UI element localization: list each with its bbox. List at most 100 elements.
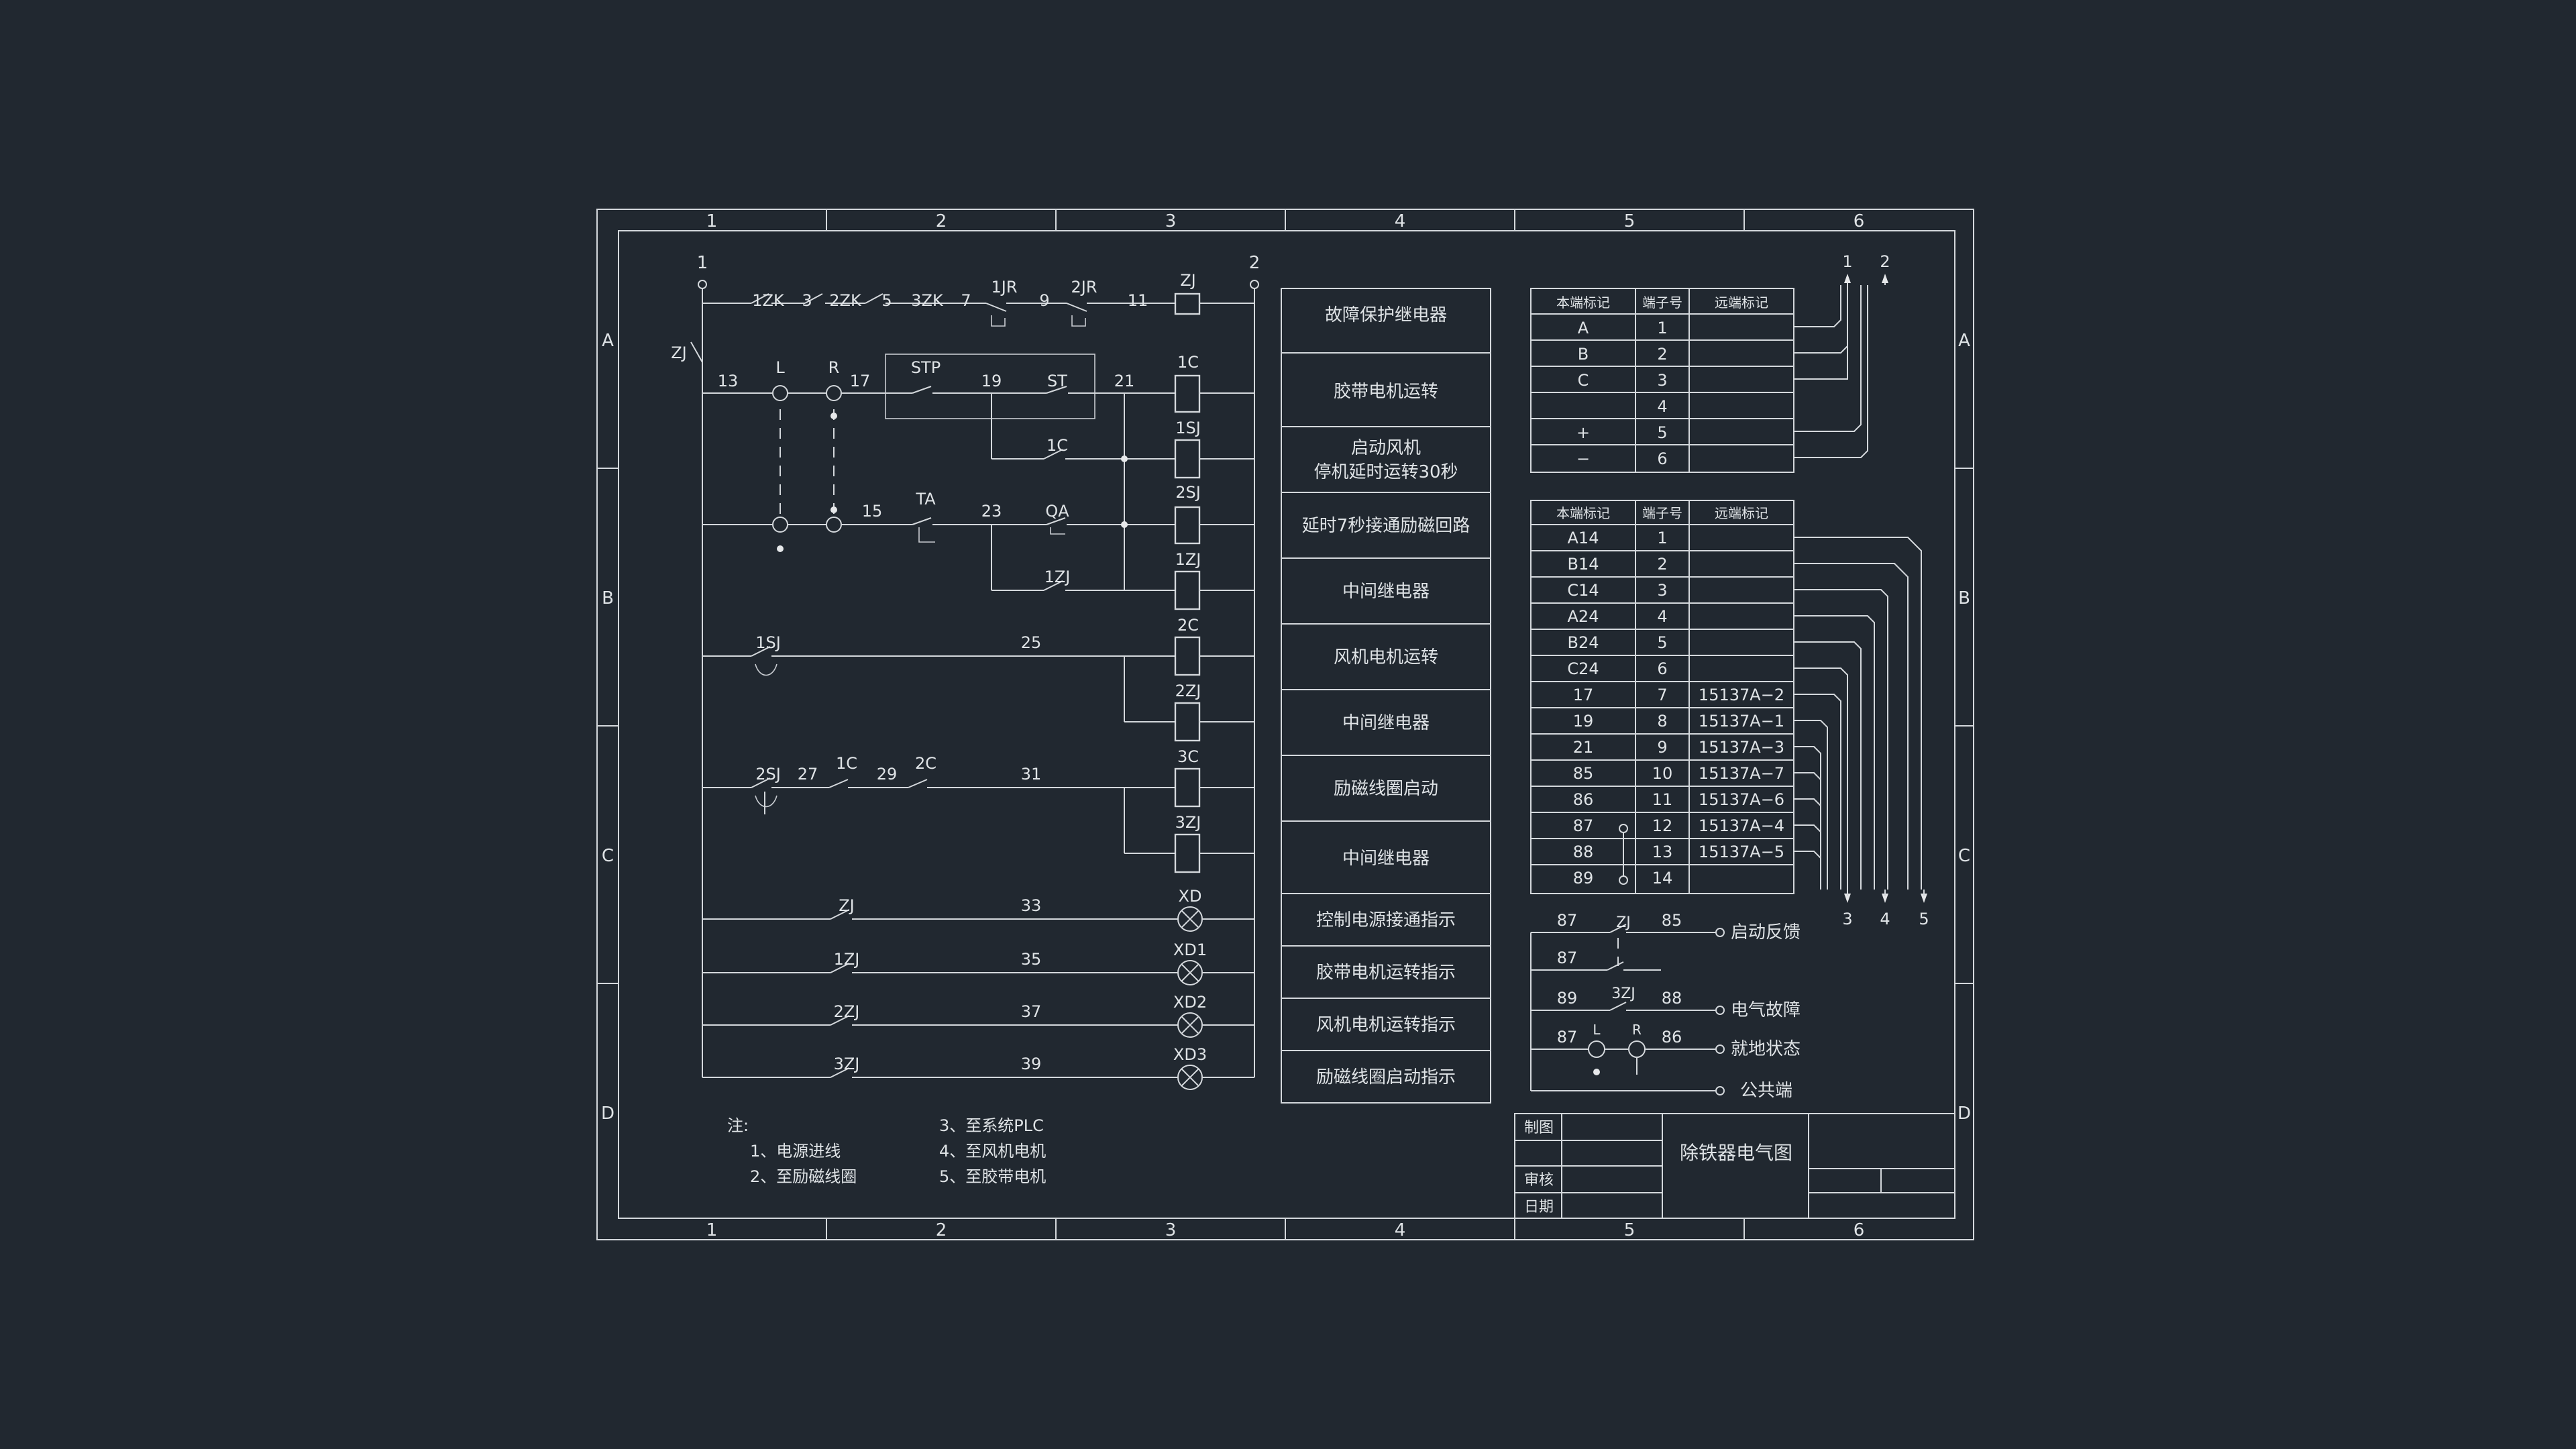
table-cell: 8 xyxy=(1657,712,1667,731)
column-label: 2 xyxy=(936,1220,947,1240)
function-description-column: 故障保护继电器 胶带电机运转 启动风机 停机延时运转30秒 延时7秒接通励磁回路… xyxy=(1281,288,1491,1104)
table-cell: + xyxy=(1576,423,1590,442)
table-cell: C xyxy=(1578,371,1589,390)
node-label: 29 xyxy=(877,765,898,784)
contact-label: ZJ xyxy=(839,896,855,915)
note-item: 2、至励磁线圈 xyxy=(750,1167,857,1186)
contact-label: 1ZJ xyxy=(834,950,860,969)
table-cell: 12 xyxy=(1652,816,1673,835)
description-text: 风机电机运转指示 xyxy=(1316,1015,1456,1035)
coil-label: 2C xyxy=(1177,616,1199,635)
node-label: 33 xyxy=(1021,896,1042,915)
signal-node: 88 xyxy=(1662,989,1682,1008)
signal-label: 启动反馈 xyxy=(1731,922,1801,943)
table-cell: C14 xyxy=(1567,581,1599,600)
contact-label: 1ZJ xyxy=(1044,568,1071,586)
column-label: 3 xyxy=(1165,1220,1177,1240)
table-cell: 6 xyxy=(1657,659,1667,678)
contact-label: 3ZJ xyxy=(834,1055,860,1073)
table-cell: 85 xyxy=(1573,764,1594,783)
description-text: 励磁线圈启动指示 xyxy=(1316,1067,1456,1087)
row-label: C xyxy=(1958,846,1970,866)
node-label: 25 xyxy=(1021,633,1042,652)
table-cell: 87 xyxy=(1573,816,1594,835)
table-header: 本端标记 xyxy=(1556,505,1610,521)
row-label: A xyxy=(1958,331,1970,351)
arrow-label: 5 xyxy=(1919,910,1929,928)
node-label: 39 xyxy=(1021,1055,1042,1073)
terminal-table-2: 本端标记 端子号 远端标记 A14 1 B14 2 C14 3 A24 4 B2… xyxy=(1530,500,1922,894)
table-cell: 89 xyxy=(1573,869,1594,888)
title-block-label: 日期 xyxy=(1524,1199,1554,1216)
table-cell: B24 xyxy=(1567,633,1599,652)
column-label: 1 xyxy=(706,1220,718,1240)
table-header: 端子号 xyxy=(1642,294,1682,311)
signal-node: 87 xyxy=(1557,949,1578,967)
signal-node: 86 xyxy=(1662,1028,1682,1046)
node-label: 3 xyxy=(802,291,812,310)
indicator-label: XD2 xyxy=(1173,993,1207,1012)
table-header: 本端标记 xyxy=(1556,294,1610,311)
arrows-top: 1 2 xyxy=(1842,252,1890,285)
column-label: 4 xyxy=(1395,1220,1406,1240)
note-item: 1、电源进线 xyxy=(750,1142,841,1161)
signal-node: 87 xyxy=(1557,1028,1578,1046)
table-cell: − xyxy=(1576,449,1590,468)
coil-label: ZJ xyxy=(1180,271,1196,290)
signal-label: 公共端 xyxy=(1740,1081,1792,1101)
rung-4: 15 TA 23 QA 2SJ xyxy=(702,483,1254,552)
table-cell: 2 xyxy=(1657,555,1667,574)
description-text: 停机延时运转30秒 xyxy=(1313,462,1458,482)
description-text: 中间继电器 xyxy=(1342,582,1430,602)
bus-label: 1 xyxy=(697,253,708,273)
row-label: A xyxy=(602,331,614,351)
table-cell: 15137A−4 xyxy=(1699,816,1784,835)
table-cell: 86 xyxy=(1573,790,1594,809)
table-cell: 10 xyxy=(1652,764,1673,783)
rung-zj-contact: ZJ xyxy=(671,341,703,363)
contact-label: 1ZK xyxy=(752,291,785,310)
description-text: 中间继电器 xyxy=(1342,849,1430,869)
notes-title: 注: xyxy=(727,1116,749,1135)
description-text: 励磁线圈启动 xyxy=(1334,779,1438,799)
table-cell: 4 xyxy=(1657,607,1667,626)
coil-label: 3ZJ xyxy=(1175,813,1201,832)
table-cell: 14 xyxy=(1652,869,1673,888)
node-label: 21 xyxy=(1114,372,1135,390)
arrow-label: 1 xyxy=(1842,252,1852,271)
ladder-circuit: 1 2 1ZK 3 2ZK 5 3ZK 7 xyxy=(671,253,1260,1090)
table-cell: 2 xyxy=(1657,345,1667,364)
rung-7: 2SJ 27 1C 29 2C 31 3C 3ZJ xyxy=(702,747,1254,873)
table-cell: 17 xyxy=(1573,686,1594,704)
contact-label: 2ZK xyxy=(829,291,862,310)
arrow-label: 2 xyxy=(1880,252,1890,271)
coil-label: 3C xyxy=(1177,747,1199,766)
row-label: D xyxy=(601,1104,614,1124)
contact-label: ZJ xyxy=(671,343,687,362)
contact-label: TA xyxy=(915,490,936,508)
signal-label: 就地状态 xyxy=(1731,1039,1801,1059)
contact-label: 3ZK xyxy=(911,291,944,310)
contact-label: 2JR xyxy=(1071,278,1097,297)
title-block-label: 制图 xyxy=(1524,1120,1554,1136)
table-cell: 3 xyxy=(1657,581,1667,600)
table-cell: 88 xyxy=(1573,843,1594,861)
coil-label: 1ZJ xyxy=(1175,550,1201,569)
contact-label: 1JR xyxy=(991,278,1017,297)
title-block: 制图 审核 日期 除铁器电气图 xyxy=(1514,1113,1955,1219)
coil-label: 2SJ xyxy=(1175,483,1201,502)
lamp-label: L xyxy=(775,358,785,377)
contact-label: 1C xyxy=(836,754,857,773)
bus-terminal xyxy=(1250,280,1259,289)
table-cell: 15137A−7 xyxy=(1699,764,1784,783)
contact-label: 2C xyxy=(915,754,936,773)
node-label: 37 xyxy=(1021,1002,1042,1021)
table-header: 远端标记 xyxy=(1715,294,1768,311)
column-label: 5 xyxy=(1624,1220,1635,1240)
drawing-title: 除铁器电气图 xyxy=(1680,1142,1792,1164)
table-cell: A xyxy=(1578,319,1589,337)
table-cell: B xyxy=(1578,345,1589,364)
node-label: 31 xyxy=(1021,765,1042,784)
column-label: 4 xyxy=(1395,211,1406,231)
